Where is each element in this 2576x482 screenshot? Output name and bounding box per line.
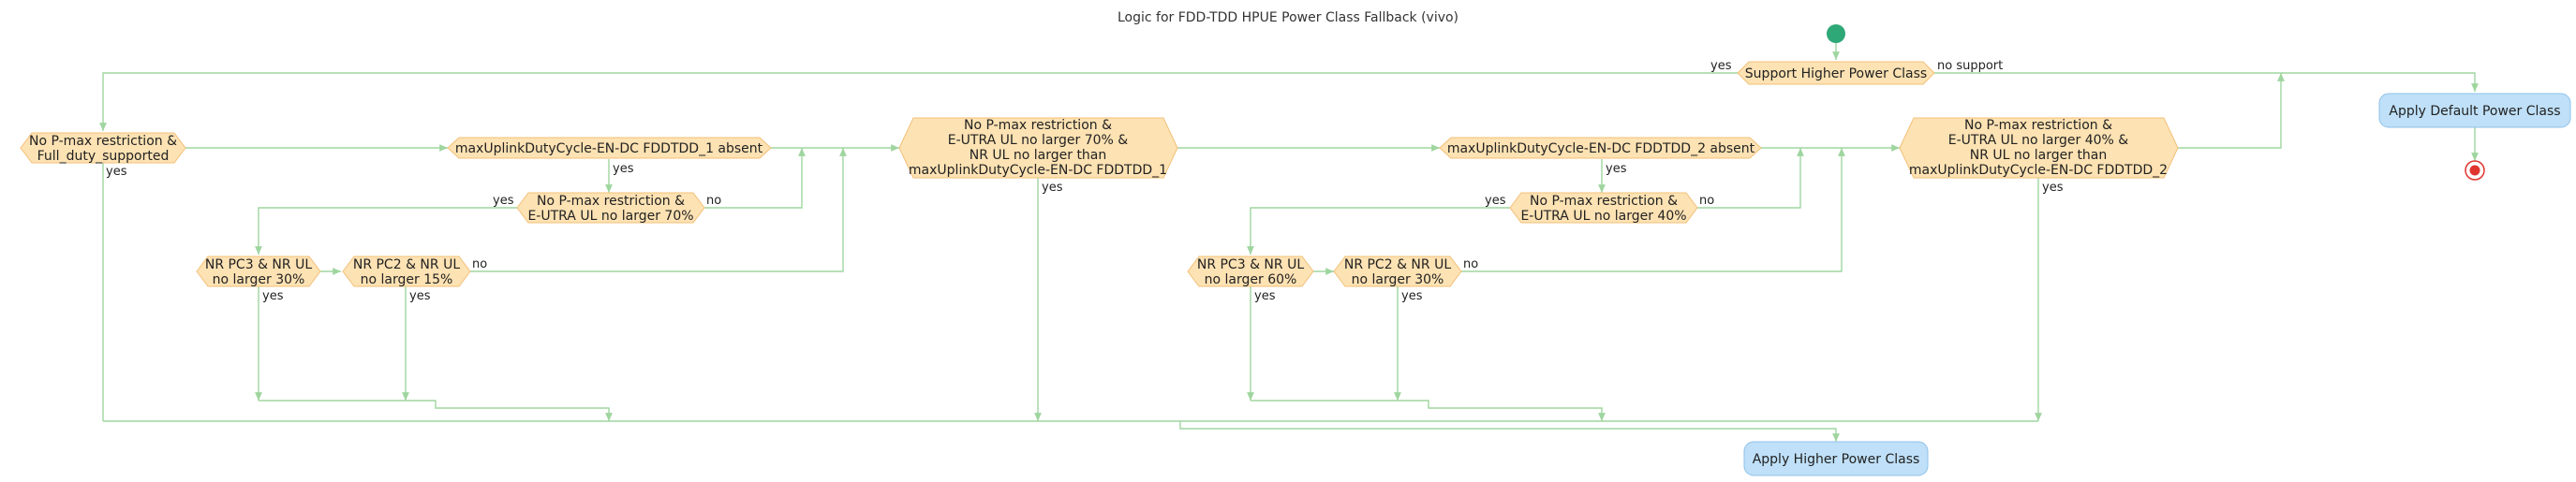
edge-pmax70-no <box>704 148 806 209</box>
edge-bottom-to-higher <box>1179 421 1840 442</box>
edge-merge1a <box>259 400 613 421</box>
edge-pmax40-yes <box>1247 207 1510 255</box>
edges <box>99 43 2479 442</box>
edge-pc2_15-no <box>470 148 847 272</box>
decision-maxdc1: maxUplinkDutyCycle-EN-DC FDDTDD_1 absent <box>447 137 772 159</box>
label-fullduty-yes: yes <box>106 165 127 179</box>
label-support-no: no support <box>1937 59 2003 73</box>
edge-support-no <box>1934 72 2479 92</box>
decision-pc3-60: NR PC3 & NR UL no larger 60% <box>1187 256 1314 287</box>
decision-big2: No P-max restriction & E-UTRA UL no larg… <box>1899 117 2179 179</box>
svg-text:NR PC2 & NR UL: NR PC2 & NR UL <box>1344 257 1451 272</box>
svg-text:maxUplinkDutyCycle-EN-DC FDDTD: maxUplinkDutyCycle-EN-DC FDDTDD_2 absent <box>1447 141 1755 156</box>
svg-text:no larger 15%: no larger 15% <box>361 272 453 287</box>
edge-pmax40-no <box>1697 148 1804 209</box>
decision-pmax40: No P-max restriction & E-UTRA UL no larg… <box>1509 192 1698 224</box>
label-pc2_30-no: no <box>1463 257 1478 271</box>
end-node <box>2465 160 2485 181</box>
svg-text:maxUplinkDutyCycle-EN-DC FDDTD: maxUplinkDutyCycle-EN-DC FDDTDD_1 absent <box>455 141 763 156</box>
decision-pc2-15: NR PC2 & NR UL no larger 15% <box>342 256 471 287</box>
edge-merge2a <box>1251 400 1606 421</box>
svg-text:E-UTRA UL no larger 40%: E-UTRA UL no larger 40% <box>1520 209 1686 224</box>
svg-text:NR UL no larger than: NR UL no larger than <box>970 148 1107 163</box>
label-pc3_30-yes: yes <box>262 289 284 303</box>
svg-text:No P-max restriction &: No P-max restriction & <box>1530 194 1678 209</box>
svg-text:no larger 60%: no larger 60% <box>1205 272 1297 287</box>
label-pc2_30-yes: yes <box>1401 289 1423 303</box>
action-apply-higher: Apply Higher Power Class <box>1743 441 1929 476</box>
svg-text:E-UTRA UL no larger 70% &: E-UTRA UL no larger 70% & <box>948 133 1129 148</box>
label-big1-yes: yes <box>1042 181 1063 195</box>
label-support-yes: yes <box>1710 59 1732 73</box>
label-maxdc1-yes: yes <box>613 162 634 176</box>
action-apply-default: Apply Default Power Class <box>2378 93 2571 128</box>
start-node <box>1827 24 1845 43</box>
decision-big1: No P-max restriction & E-UTRA UL no larg… <box>898 117 1178 179</box>
svg-text:No P-max restriction &: No P-max restriction & <box>537 194 685 209</box>
svg-text:NR PC3 & NR UL: NR PC3 & NR UL <box>1197 257 1304 272</box>
svg-text:No P-max restriction &: No P-max restriction & <box>29 134 177 149</box>
diagram-title: Logic for FDD-TDD HPUE Power Class Fallb… <box>1118 10 1458 25</box>
svg-text:maxUplinkDutyCycle-EN-DC FDDTD: maxUplinkDutyCycle-EN-DC FDDTDD_1 <box>909 163 1167 178</box>
label-big2-yes: yes <box>2042 181 2064 195</box>
svg-text:maxUplinkDutyCycle-EN-DC FDDTD: maxUplinkDutyCycle-EN-DC FDDTDD_2 <box>1909 163 2168 178</box>
svg-text:No P-max restriction &: No P-max restriction & <box>1964 118 2112 133</box>
decision-maxdc2: maxUplinkDutyCycle-EN-DC FDDTDD_2 absent <box>1439 137 1762 159</box>
label-maxdc2-yes: yes <box>1606 162 1627 176</box>
svg-text:no larger 30%: no larger 30% <box>1352 272 1444 287</box>
svg-text:Support Higher Power Class: Support Higher Power Class <box>1745 66 1927 81</box>
decision-fullduty: No P-max restriction & Full_duty_support… <box>20 132 186 164</box>
svg-text:NR PC2 & NR UL: NR PC2 & NR UL <box>353 257 460 272</box>
decision-support: Support Higher Power Class <box>1737 61 1935 85</box>
svg-text:Apply Higher Power Class: Apply Higher Power Class <box>1753 452 1920 467</box>
edge-support-yes <box>99 72 1738 131</box>
label-pc2_15-yes: yes <box>409 289 431 303</box>
label-pmax40-yes: yes <box>1485 194 1506 208</box>
label-pmax70-no: no <box>706 194 721 208</box>
edge-pc2_30-no <box>1461 148 1845 272</box>
label-pmax70-yes: yes <box>493 194 514 208</box>
label-pc2_15-no: no <box>472 257 487 271</box>
svg-text:Full_duty_supported: Full_duty_supported <box>37 149 170 164</box>
label-pmax40-no: no <box>1699 194 1714 208</box>
decision-pc3-30: NR PC3 & NR UL no larger 30% <box>196 256 321 287</box>
svg-text:NR PC3 & NR UL: NR PC3 & NR UL <box>205 257 312 272</box>
svg-text:E-UTRA UL no larger 40% &: E-UTRA UL no larger 40% & <box>1948 133 2129 148</box>
svg-text:Apply Default Power Class: Apply Default Power Class <box>2389 104 2560 119</box>
svg-text:No P-max restriction &: No P-max restriction & <box>964 118 1112 133</box>
svg-text:NR UL no larger than: NR UL no larger than <box>1970 148 2108 163</box>
svg-text:E-UTRA UL no larger 70%: E-UTRA UL no larger 70% <box>527 209 693 224</box>
svg-text:no larger 30%: no larger 30% <box>213 272 305 287</box>
decision-pc2-30: NR PC2 & NR UL no larger 30% <box>1333 256 1462 287</box>
label-pc3_60-yes: yes <box>1254 289 1276 303</box>
edge-pmax70-yes <box>255 207 517 255</box>
decision-pmax70: No P-max restriction & E-UTRA UL no larg… <box>516 192 705 224</box>
edge-big2-no <box>2178 73 2285 149</box>
